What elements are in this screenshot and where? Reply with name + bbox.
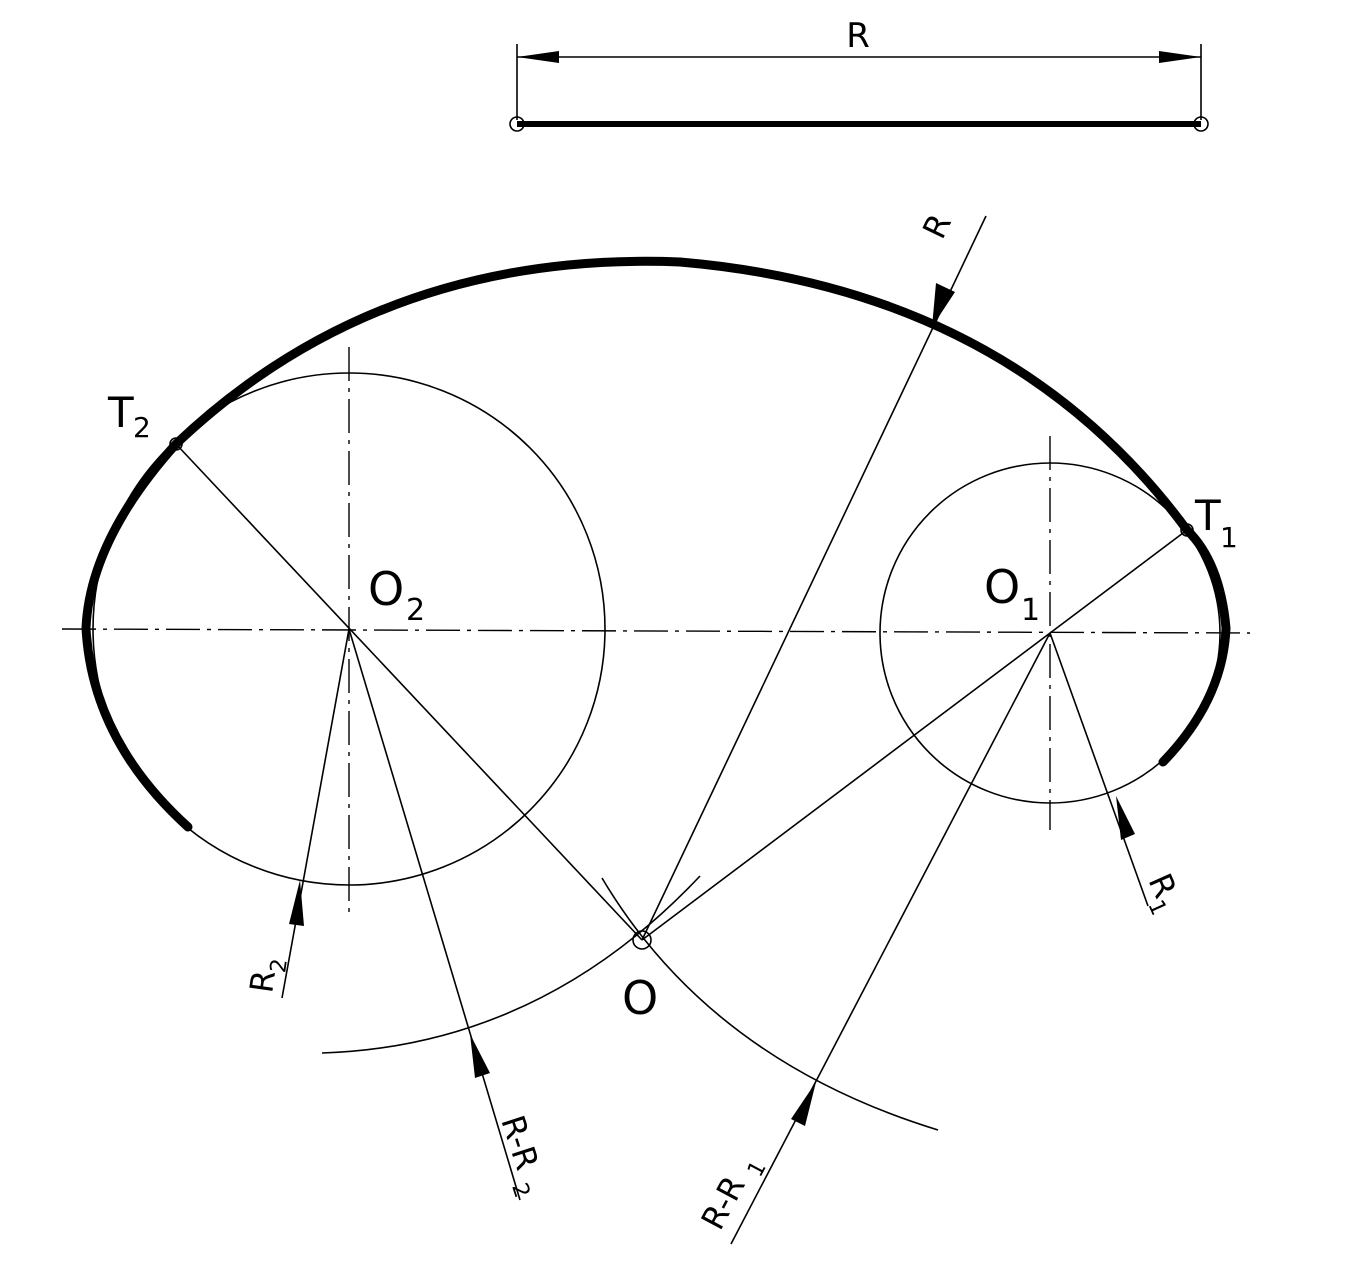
segment-end-marker-left	[509, 116, 525, 132]
arrow-radius-r1	[1116, 796, 1135, 840]
arrow-radius-r2	[289, 880, 304, 926]
arc-r-minus-r2	[601, 877, 939, 1131]
line-t2-o	[175, 443, 643, 941]
center-o2-letter: O	[368, 562, 404, 616]
leader-r-minus-r2	[348, 628, 521, 1201]
tangent-t2-letter: T	[107, 388, 134, 437]
tangent-t1-letter: T	[1194, 491, 1221, 540]
center-o1-label: O 1	[984, 560, 1040, 628]
tangent-t1-subscript: 1	[1220, 521, 1238, 554]
center-lines	[61, 347, 1251, 912]
dimension-arrow-right	[1159, 51, 1201, 63]
construction-lines	[175, 215, 1188, 1245]
horizontal-center-line	[61, 628, 1251, 634]
line-o-t1	[641, 529, 1188, 941]
leader-radius-r2	[281, 628, 350, 999]
tangent-t1-label: T 1	[1194, 491, 1238, 554]
center-o-label: O	[622, 971, 658, 1025]
r-minus-r1-label: R-R 1	[694, 1157, 772, 1236]
segment-end-marker-right	[1193, 116, 1209, 132]
tangent-t2-label: T 2	[107, 388, 151, 444]
r-minus-r2-subscript: 2	[506, 1180, 534, 1201]
center-o1-subscript: 1	[1021, 593, 1040, 628]
circle-o1	[879, 462, 1221, 804]
arrow-r-minus-r1	[791, 1082, 816, 1126]
r-minus-r2-text: R-R	[493, 1111, 546, 1175]
center-o2-label: O 2	[368, 562, 425, 628]
center-o1-letter: O	[984, 560, 1020, 614]
radius-r2-letter: R	[242, 968, 283, 995]
leader-radius-r	[641, 215, 987, 941]
circle-o2	[92, 372, 606, 886]
tangent-t2-subscript: 2	[133, 411, 151, 444]
r-minus-r2-label: R-R 2	[493, 1111, 546, 1201]
outline-contour	[81, 256, 1231, 832]
top-dimension-label: R	[846, 16, 870, 56]
r-minus-r1-text: R-R	[694, 1170, 753, 1236]
top-dimension: R	[509, 16, 1209, 132]
arrow-radius-r	[932, 283, 955, 327]
radius-r1-label: R 1	[1141, 868, 1185, 920]
radius-r2-subscript: 2	[266, 957, 293, 974]
leader-r-minus-r1	[730, 632, 1051, 1245]
arc-r-minus-r1	[321, 875, 701, 1054]
center-o2-subscript: 2	[406, 593, 425, 628]
radius-r-label: R	[915, 208, 959, 245]
arrow-r-minus-r2	[470, 1034, 490, 1078]
r-minus-r1-subscript: 1	[743, 1157, 772, 1181]
dimension-arrow-left	[517, 51, 559, 63]
tangent-point-t2	[169, 437, 183, 451]
tangent-point-t1	[1180, 523, 1194, 537]
center-o-marker	[632, 930, 652, 950]
leader-radius-r1	[1049, 632, 1149, 907]
radius-r2-label: R 2	[242, 957, 293, 995]
